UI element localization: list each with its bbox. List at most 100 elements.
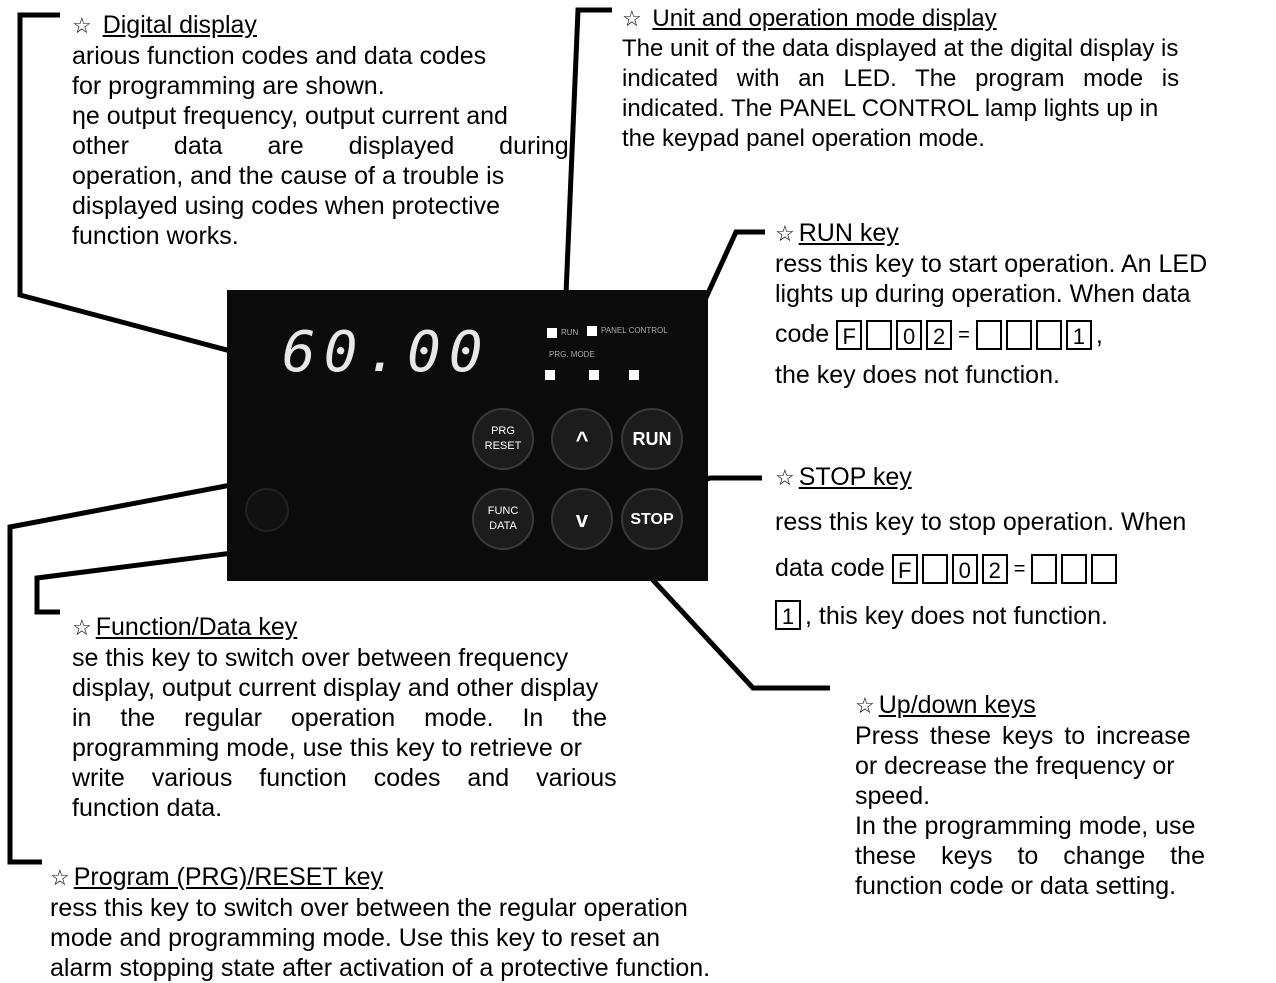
run-key-code-line: code F 0 2 = 1,: [775, 319, 1275, 351]
stop-key-line: 1, this key does not function.: [775, 600, 1275, 631]
code-equals: =: [1013, 558, 1026, 581]
function-key-title: Function/Data key: [95, 613, 298, 641]
code-box: [1091, 554, 1118, 585]
code-box: F: [891, 554, 918, 585]
code-box: [1035, 320, 1062, 351]
run-key-title: RUN key: [798, 219, 899, 247]
led-unit-2: [589, 370, 599, 380]
prg-label: PRG: [491, 425, 515, 437]
digital-display-line: for programming are shown.: [72, 72, 385, 100]
unit-display-line: the keypad panel operation mode.: [622, 125, 985, 152]
stop-label: STOP: [630, 510, 674, 528]
led-run: [547, 328, 557, 338]
stop-key-title: STOP key: [798, 463, 912, 491]
updown-keys-title: Up/down keys: [878, 691, 1036, 719]
seven-segment-display: 60.00: [282, 320, 491, 385]
code-box: F: [836, 320, 863, 351]
down-button[interactable]: v: [551, 488, 613, 550]
prg-key-callout: ☆Program (PRG)/RESET key ress this key t…: [50, 862, 830, 983]
stop-key-callout: ☆STOP key ress this key to stop operatio…: [775, 462, 1275, 631]
unit-display-line: The unit of the data displayed at the di…: [622, 35, 1179, 62]
code-box: [1031, 554, 1058, 585]
unit-display-leader: [562, 7, 612, 319]
led-run-label: RUN: [561, 328, 579, 337]
code-box: 2: [981, 554, 1008, 585]
updown-keys-line: or decrease the frequency or: [855, 752, 1175, 780]
run-key-line: ress this key to start operation. An LED: [775, 250, 1208, 278]
function-key-line: function data.: [72, 794, 223, 822]
func-label: FUNC: [487, 505, 519, 517]
run-label: RUN: [632, 428, 672, 449]
digital-display-line: operation, and the cause of a trouble is: [72, 162, 505, 190]
function-key-callout: ☆Function/Data key se this key to switch…: [72, 612, 672, 823]
digital-display-line: function works.: [72, 222, 239, 250]
function-key-line: display, output current display and othe…: [72, 674, 599, 702]
updown-keys-line: speed.: [855, 782, 931, 810]
star-icon: ☆: [775, 221, 795, 246]
function-key-line: in the regular operation mode. In the: [72, 704, 608, 732]
updown-keys-line: function code or data setting.: [855, 872, 1177, 900]
run-key-line: lights up during operation. When data: [775, 280, 1191, 308]
stop-key-code-line: data code F 0 2 =: [775, 553, 1275, 585]
code-box: 1: [1065, 320, 1092, 351]
up-arrow-icon: ^: [575, 426, 589, 452]
led-unit-3: [629, 370, 639, 380]
star-icon: ☆: [72, 615, 92, 640]
star-icon: ☆: [622, 6, 642, 31]
run-code-prefix: code: [775, 320, 830, 348]
led-unit-1: [545, 370, 555, 380]
digital-display-title: Digital display: [102, 11, 257, 39]
run-button[interactable]: RUN: [621, 408, 683, 470]
prg-reset-button[interactable]: PRG RESET: [472, 408, 534, 470]
function-key-line: programming mode, use this key to retrie…: [72, 734, 582, 762]
digital-display-leader: [17, 12, 273, 365]
func-data-button[interactable]: FUNC DATA: [472, 488, 534, 550]
star-icon: ☆: [775, 465, 795, 490]
updown-keys-line: In the programming mode, use: [855, 812, 1196, 840]
digital-display-line: arious function codes and data codes: [72, 42, 487, 70]
stop-key-suffix: , this key does not function.: [805, 602, 1108, 631]
stop-code-boxes: F 0 2 =: [891, 554, 1122, 585]
star-icon: ☆: [50, 865, 70, 890]
data-label: DATA: [489, 520, 517, 532]
unit-display-line: indicated with an LED. The program mode …: [622, 65, 1180, 92]
up-button[interactable]: ^: [551, 408, 613, 470]
code-box: [866, 320, 893, 351]
function-key-line: se this key to switch over between frequ…: [72, 644, 569, 672]
star-icon: ☆: [72, 13, 92, 38]
prg-key-line: ress this key to switch over between the…: [50, 894, 688, 922]
code-box: 0: [896, 320, 923, 351]
stop-button[interactable]: STOP: [621, 488, 683, 550]
star-icon: ☆: [855, 693, 875, 718]
code-box: [1005, 320, 1032, 351]
run-key-callout: ☆RUN key ress this key to start operatio…: [775, 218, 1275, 390]
stop-code-prefix: data code: [775, 554, 885, 582]
led-prg-mode-label: PRG. MODE: [549, 350, 595, 359]
code-box: 0: [951, 554, 978, 585]
code-box: 2: [926, 320, 953, 351]
down-arrow-icon: v: [575, 506, 589, 532]
updown-keys-line: these keys to change the: [855, 842, 1205, 870]
digital-display-callout: ☆ Digital display arious function codes …: [72, 10, 569, 251]
reset-label: RESET: [484, 440, 522, 452]
prg-key-line: mode and programming mode. Use this key …: [50, 924, 661, 952]
function-key-line: write various function codes and various: [72, 764, 617, 792]
prg-key-title: Program (PRG)/RESET key: [73, 863, 384, 891]
run-key-line: the key does not function.: [775, 361, 1060, 390]
code-equals: =: [958, 324, 970, 347]
run-code-boxes: F 0 2 = 1,: [836, 320, 1103, 351]
code-box: [975, 320, 1002, 351]
updown-keys-line: Press these keys to increase: [855, 722, 1191, 750]
code-box: [1061, 554, 1088, 585]
code-box: [921, 554, 948, 585]
digital-display-line: displayed using codes when protective: [72, 192, 501, 220]
updown-keys-callout: ☆Up/down keys Press these keys to increa…: [855, 690, 1255, 901]
digital-display-line: ηe output frequency, output current and: [72, 102, 508, 130]
unit-display-callout: ☆ Unit and operation mode display The un…: [622, 4, 1272, 154]
code-box: 1: [775, 600, 801, 631]
led-panel-control: [587, 326, 597, 336]
stop-key-line: ress this key to stop operation. When: [775, 508, 1187, 536]
prg-key-line: alarm stopping state after activation of…: [50, 954, 711, 982]
unit-display-title: Unit and operation mode display: [652, 5, 997, 32]
